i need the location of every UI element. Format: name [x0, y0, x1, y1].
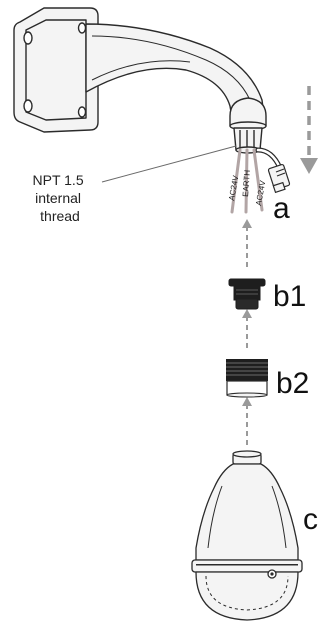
mount-arm-ridge-lower — [91, 60, 191, 81]
thread-callout: NPT 1.5 internal thread — [33, 172, 88, 224]
power-wire-1 — [230, 148, 242, 214]
part-label-c: c — [303, 503, 318, 536]
mount-arm-ridge — [91, 35, 251, 101]
cables — [230, 147, 283, 214]
rj45-connector-icon — [267, 163, 291, 194]
adapter-b1-icon — [228, 278, 266, 310]
part-label-b2: b2 — [276, 367, 309, 400]
dome-trim-ring — [191, 559, 303, 573]
thread-callout-line-2: internal — [35, 190, 81, 206]
threaded-ring-b2-icon — [226, 359, 268, 398]
dome-housing-shade-right — [271, 485, 287, 549]
dome-housing-shade — [207, 485, 223, 549]
mounting-holes — [23, 22, 87, 118]
dome-lens-bubble — [195, 571, 299, 621]
wall-mount-bracket-icon — [13, 7, 267, 154]
wire-label-earth: EARTH — [241, 169, 252, 197]
wire-label-ac24v-left: AC24V — [227, 174, 240, 201]
thread-callout-line-1: NPT 1.5 — [33, 172, 84, 188]
power-wire-2 — [252, 148, 264, 212]
thread-callout-line-3: thread — [40, 208, 80, 224]
assembly-axis-arrowheads — [242, 219, 252, 406]
assembly-direction-arrow-icon — [300, 86, 318, 174]
ptz-dome-camera-icon — [191, 450, 303, 621]
dome-housing — [195, 463, 299, 561]
arm-end-cap — [229, 97, 267, 127]
wire-label-ac24v-right: AC24V — [254, 179, 267, 206]
part-label-a: a — [273, 192, 290, 225]
thread-leader-line — [101, 145, 237, 183]
wall-plate — [13, 7, 99, 133]
part-label-b1: b1 — [273, 280, 306, 313]
earth-wire — [244, 148, 249, 214]
